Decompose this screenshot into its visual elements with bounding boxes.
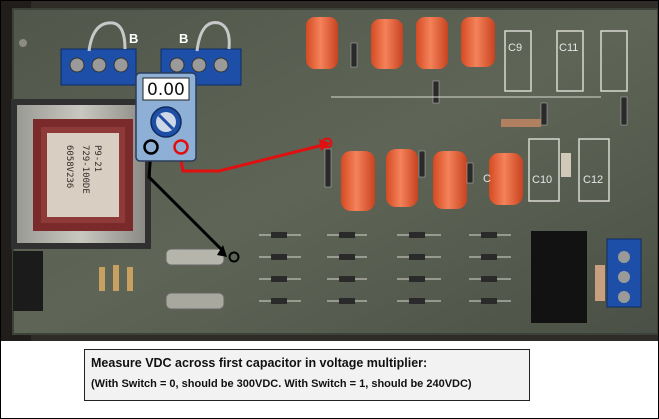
label-c12: C12 [583,174,603,186]
capacitor-row-bottom [341,149,523,211]
transformer: P9-21 729-100DE 6058V236 [11,99,151,249]
label-c: C [483,173,491,185]
terminal-block-top-left [60,48,137,86]
terminal-label-b1: B [129,31,138,46]
label-c9: C9 [508,42,522,54]
label-c11: C11 [559,42,578,54]
heatsink-block [531,231,587,323]
transformer-label-1: P9-21 [92,145,102,172]
terminal-label-b2: B [179,31,188,46]
negative-probe-jack [143,139,159,155]
power-resistor [165,248,225,266]
negative-probe-point [228,251,240,263]
positive-probe-jack [173,139,189,155]
transformer-label-2: 729-100DE [80,145,90,194]
dial-knob-icon [150,106,182,138]
caption-subtitle: (With Switch = 0, should be 300VDC. With… [91,378,472,390]
meter-display: 0.00 [147,80,185,100]
capacitor-row-top [306,17,495,69]
circuit-board-photo: B B P9-21 729-100DE 6058V236 C9 C11 [1,1,658,341]
caption-title: Measure VDC across first capacitor in vo… [91,356,428,370]
multimeter-icon: 0.00 [135,72,197,162]
instruction-caption: Measure VDC across first capacitor in vo… [84,349,530,401]
transformer-label-3: 6058V236 [64,145,74,188]
positive-probe-point [321,137,333,149]
label-c10: C10 [532,174,552,186]
